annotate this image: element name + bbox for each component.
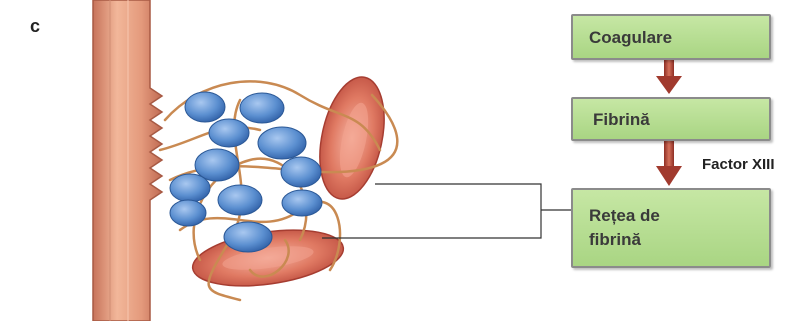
arrow-down-icon [656, 60, 682, 94]
red-blood-cell [310, 71, 394, 205]
flow-step-label: Coagulare [589, 28, 672, 47]
flow-step-label-line2: fibrină [589, 228, 769, 252]
arrow-down-icon [656, 141, 682, 186]
flow-step-fibrin-network: Rețea de fibrină [571, 188, 771, 268]
factor-xiii-label: Factor XIII [702, 156, 775, 173]
connector-bracket [322, 184, 571, 238]
vessel-wall [93, 0, 162, 321]
flow-step-fibrin: Fibrină [571, 97, 771, 141]
flow-step-label-line1: Rețea de [589, 204, 769, 228]
flow-step-coagulation: Coagulare [571, 14, 771, 60]
flow-step-label: Fibrină [593, 110, 650, 129]
